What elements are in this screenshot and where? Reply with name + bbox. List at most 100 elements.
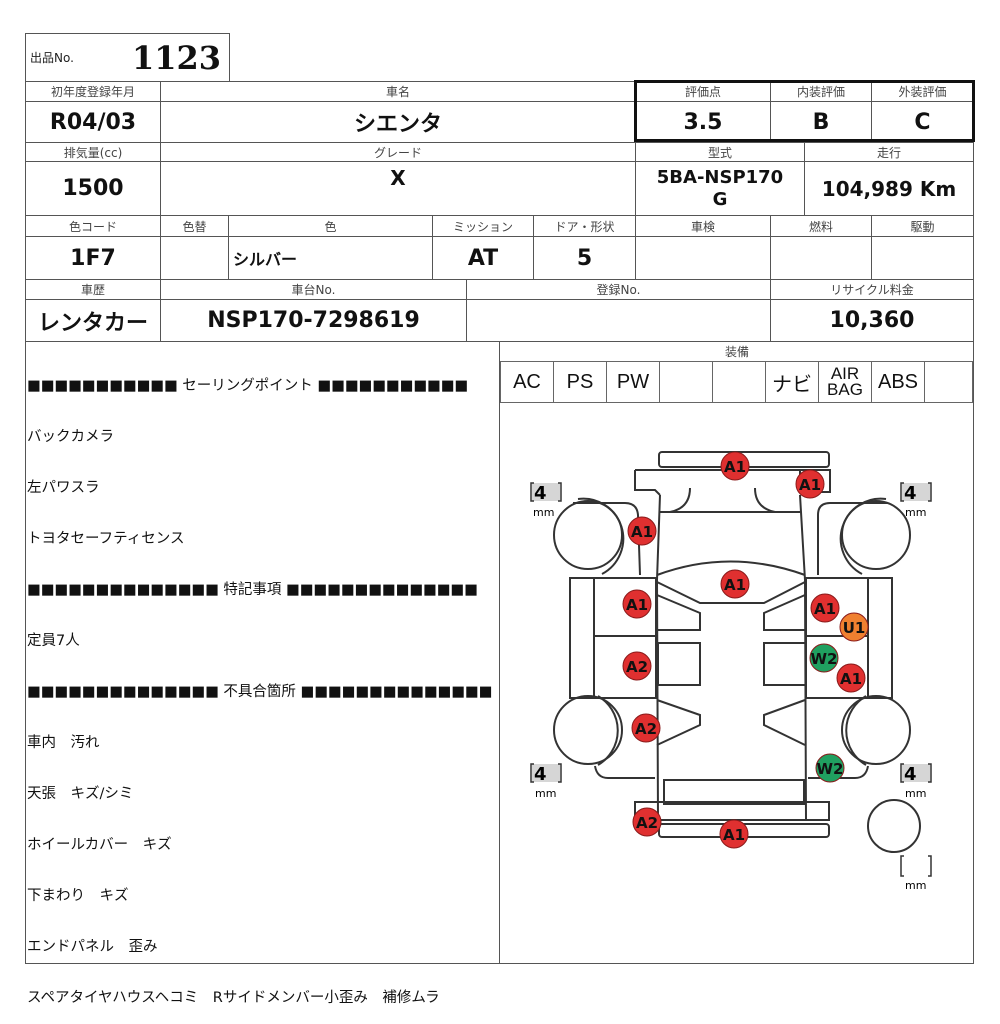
- equipment-navi-text: ナビ: [772, 373, 812, 396]
- color-change-value: [160, 236, 229, 280]
- right-side-step: [867, 577, 893, 699]
- damage-marker-front-left-fender: A1: [627, 516, 657, 546]
- equipment-ac: AC: [501, 362, 554, 402]
- defect-item: エンドパネル 歪み: [27, 939, 158, 955]
- damage-marker-front-bumper: A1: [720, 451, 750, 481]
- doors-value: 5: [533, 236, 636, 280]
- selling-point-item: 左パワスラ: [27, 480, 100, 496]
- front-grille-left-arc: [669, 487, 691, 513]
- color-code-value: 1F7: [25, 236, 161, 280]
- inspection-label: 車検: [635, 215, 771, 237]
- equipment-abs-text: ABS: [877, 370, 919, 393]
- left-side-step: [569, 577, 595, 699]
- rear-left-wheel-arch: [597, 695, 619, 766]
- damage-marker-code: A2: [626, 658, 648, 676]
- tread-rear-right-value: 4: [904, 764, 917, 785]
- transmission-label: ミッション: [432, 215, 534, 237]
- drive-value: [871, 236, 974, 280]
- history-value: レンタカー: [25, 299, 161, 342]
- tread-front-right: 4 mm: [900, 482, 932, 519]
- lot-number-label: 出品No.: [30, 51, 74, 65]
- damage-marker-front-bumper-right: A1: [795, 469, 825, 499]
- damage-marker-circle: [836, 663, 866, 693]
- lower-section-divider: [499, 341, 500, 964]
- right-rear-quarter-outline: [808, 765, 869, 779]
- displacement-label: 排気量(cc): [25, 142, 161, 162]
- color-code-label: 色コード: [25, 215, 161, 237]
- model-value-line1: 5BA-NSP170: [656, 166, 784, 188]
- fuel-value: [770, 236, 872, 280]
- transmission-value: AT: [432, 236, 534, 280]
- damage-marker-code: A1: [840, 670, 862, 688]
- color-value: シルバー: [228, 236, 433, 280]
- grade-label: グレード: [160, 142, 636, 162]
- fuel-label: 燃料: [770, 215, 872, 237]
- left-front-fender: [573, 502, 641, 576]
- damage-marker-hood: A1: [720, 569, 750, 599]
- rear-gate-outline: [663, 779, 805, 805]
- displacement-value: 1500: [25, 161, 161, 216]
- interior-grade-label: 内装評価: [770, 81, 872, 102]
- damage-marker-code: A2: [636, 814, 658, 832]
- tread-rear-left-value: 4: [534, 764, 547, 785]
- roof-left-panel: [657, 642, 701, 686]
- equipment-empty-2: [713, 362, 766, 402]
- exterior-grade-value: C: [871, 101, 974, 143]
- damage-marker-code: W2: [817, 760, 844, 778]
- first-registration-label: 初年度登録年月: [25, 81, 161, 102]
- damage-marker-right-rear-quarter: W2: [815, 753, 845, 783]
- history-label: 車歴: [25, 279, 161, 300]
- damage-marker-code: A1: [724, 576, 746, 594]
- exterior-grade-label: 外装評価: [871, 81, 974, 102]
- car-damage-diagram: 4 mm 4 mm 4 mm 4 mm mm A1A1A1A1A1A2A2A1U…: [530, 451, 932, 892]
- damage-marker-code: A1: [626, 596, 648, 614]
- chassis-label: 車台No.: [160, 279, 467, 300]
- hood-arc: [656, 560, 806, 576]
- defect-item: スペアタイヤハウスヘコミ Rサイドメンバー小歪み 補修ムラ: [27, 990, 440, 1006]
- defects-header: ■■■■■■■■■■■■■■ 不具合箇所 ■■■■■■■■■■■■■■: [27, 684, 493, 700]
- grade-value: X: [160, 161, 636, 216]
- selling-point-item: トヨタセーフティセンス: [27, 531, 185, 547]
- equipment-airbag-line2: BAG: [827, 380, 863, 399]
- tread-rear-left-unit: mm: [535, 787, 556, 800]
- rear-right-pillar: [763, 699, 806, 746]
- color-label: 色: [228, 215, 433, 237]
- equipment-pw-text: PW: [616, 370, 650, 393]
- right-front-fender: [817, 502, 888, 575]
- color-change-label: 色替: [160, 215, 229, 237]
- equipment-abs: ABS: [872, 362, 925, 402]
- damage-marker-code: A1: [724, 458, 746, 476]
- chassis-value: NSP170-7298619: [160, 299, 467, 342]
- damage-marker-circle: [810, 593, 840, 623]
- tread-spare: mm: [900, 855, 932, 892]
- spare-tire: [867, 799, 921, 853]
- damage-marker-rear-bumper-left: A2: [632, 807, 662, 837]
- damage-marker-circle: [631, 713, 661, 743]
- equipment-airbag: AIR BAG: [819, 362, 872, 402]
- damage-marker-code: W2: [811, 650, 838, 668]
- front-right-pillar: [763, 594, 806, 631]
- grade-text: X: [390, 166, 406, 190]
- defect-item: 下まわり キズ: [27, 888, 129, 904]
- damage-marker-circle: [719, 819, 749, 849]
- damage-marker-left-rear-door: A2: [622, 651, 652, 681]
- front-right-wheel: [841, 500, 911, 570]
- equipment-label: 装備: [724, 345, 749, 359]
- model-value: 5BA-NSP170 G: [635, 161, 805, 216]
- damage-marker-circle: [809, 643, 839, 673]
- drive-label: 駆動: [871, 215, 974, 237]
- rear-left-wheel: [553, 695, 623, 765]
- damage-marker-code: U1: [843, 619, 866, 637]
- defect-item: ホイールカバー キズ: [27, 837, 172, 853]
- defect-item: 車内 汚れ: [27, 735, 100, 751]
- damage-marker-left-front-door: A1: [622, 589, 652, 619]
- model-label: 型式: [635, 142, 805, 162]
- equipment-ps: PS: [554, 362, 607, 402]
- rear-right-wheel-arch: [845, 695, 867, 766]
- damage-marker-circle: [795, 469, 825, 499]
- lot-number-value: 1123: [131, 38, 221, 77]
- damage-marker-circle: [815, 753, 845, 783]
- windshield: [656, 581, 806, 604]
- front-grille-right-arc: [754, 487, 776, 513]
